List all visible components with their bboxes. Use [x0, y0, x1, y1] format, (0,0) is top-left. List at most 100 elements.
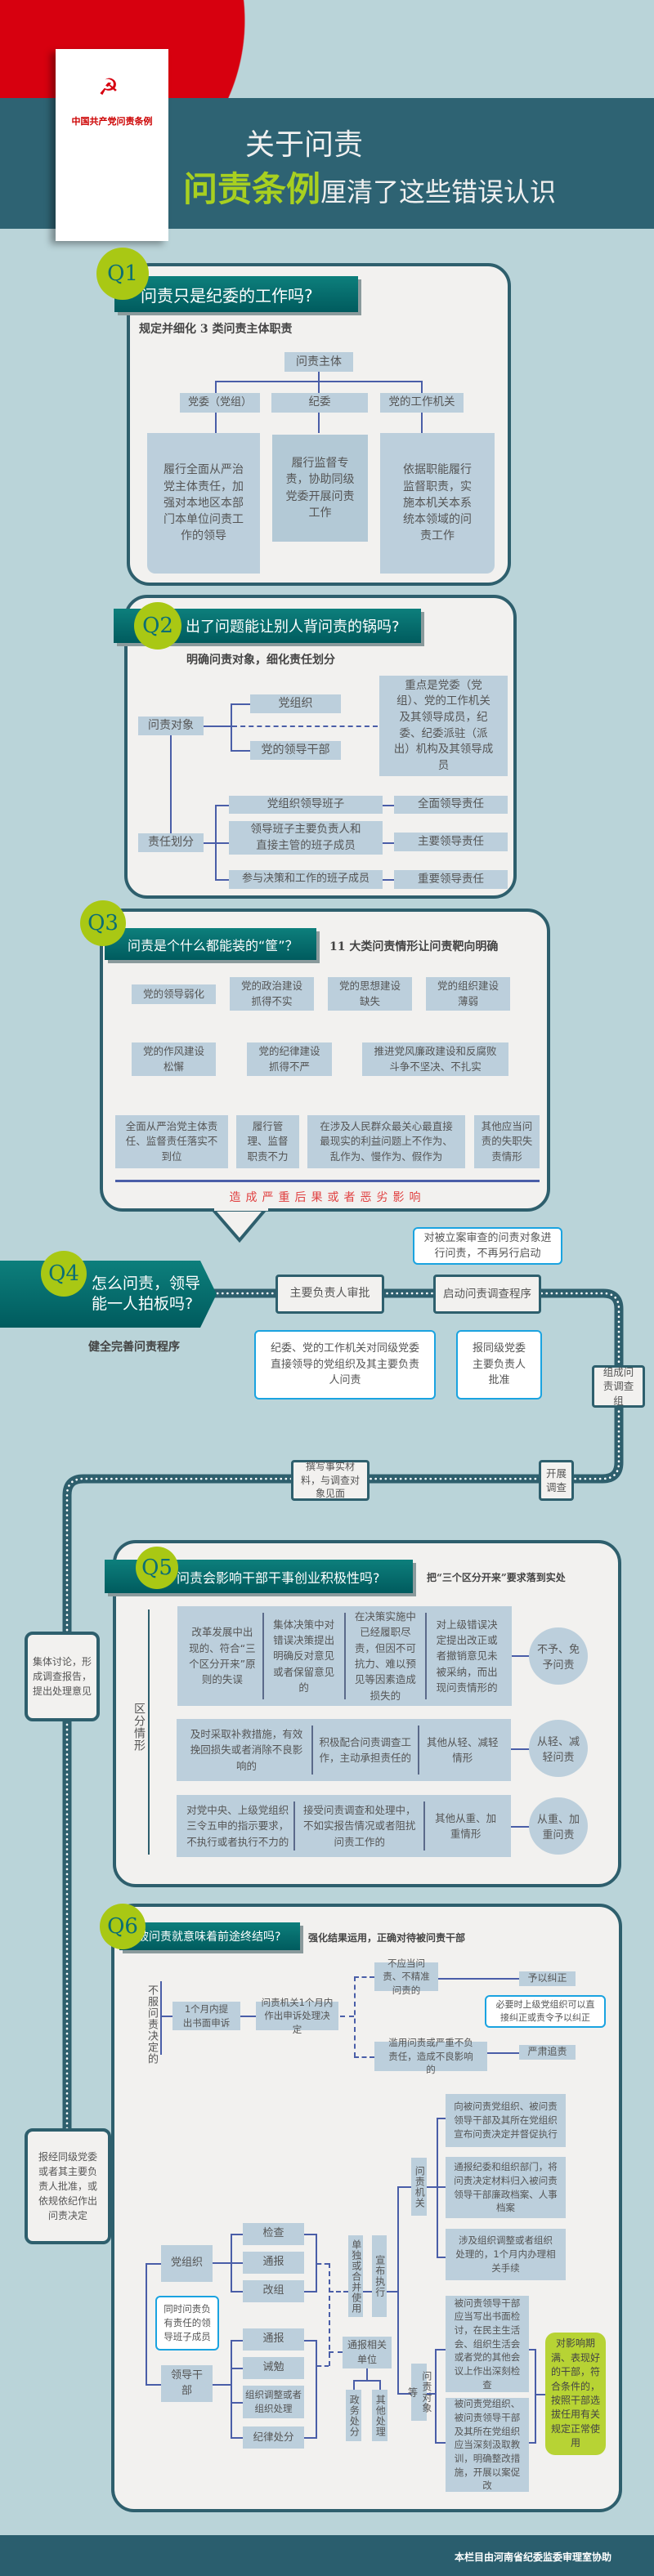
q5-result: 从重、加重问责	[529, 1797, 588, 1855]
connector	[204, 842, 216, 844]
connector	[437, 2257, 446, 2258]
q6-notify-sub: 政务处分	[346, 2390, 361, 2441]
q5-badge: Q5	[136, 1547, 178, 1589]
q5-case: 积极配合问责调查工作，主动承担责任的	[313, 1726, 419, 1775]
q5-title: 问责会影响干部干事创业积极性吗?	[177, 1569, 380, 1586]
q3-case: 党的政治建设抓得不实	[230, 977, 314, 1011]
connector	[512, 1655, 530, 1657]
connector	[231, 2340, 243, 2342]
q6-organ-action: 通报纪委和组织部门，将问责决定材料归入被问责领导干部廉政档案、人事档案	[446, 2157, 566, 2218]
connector	[435, 2349, 446, 2351]
dashed-connector	[329, 2291, 348, 2293]
connector	[304, 2291, 316, 2293]
q6-combine: 单独或合并使用	[348, 2235, 363, 2317]
q1-subject-duty: 依据职能履行监督职责，实施本机关本系统本领域的问责工作	[380, 433, 495, 574]
connector	[215, 805, 229, 806]
footer: 本栏目由河南省纪委监委审理室协助	[0, 2535, 654, 2576]
q6-target-action: 被问责领导干部应当写出书面检讨，在民主生活会、组织生活会或者党的其他会议上作出深…	[446, 2296, 529, 2392]
connector	[383, 842, 394, 844]
dashed-connector	[317, 2365, 329, 2367]
q6-leader-measure: 组织调整或者组织处理	[243, 2386, 304, 2418]
q6-notify-sub: 其他处理	[372, 2390, 387, 2441]
q2-object: 党组织	[250, 694, 341, 713]
connector	[529, 2349, 535, 2351]
q4-badge: Q4	[41, 1251, 87, 1297]
divider	[160, 1981, 162, 2055]
q6-appeal-step: 问责机关1个月内作出申诉处理决定	[256, 1997, 338, 2035]
q6-leader-measure: 纪律处分	[243, 2426, 304, 2449]
connector	[231, 2437, 243, 2439]
header-line2-text: 厘清了这些错误认识	[320, 176, 557, 208]
q2-resp-level: 主要领导责任	[394, 833, 508, 851]
q2-resp-who: 领导班子主要负责人和直接主管的班子成员	[229, 821, 383, 855]
connector	[146, 2384, 161, 2386]
connector	[231, 2234, 243, 2235]
q3-case: 全面从严治党主体责任、监督责任落实不到位	[115, 1115, 228, 1168]
connector	[487, 2052, 519, 2054]
q2-resp-label: 责任划分	[138, 833, 204, 852]
q2-objects-label: 问责对象	[138, 717, 204, 735]
q1-title-bar: 问责只是纪委的工作吗?	[114, 276, 358, 312]
q1-subject-name: 党委（党组）	[180, 393, 260, 413]
q2-resp-who: 党组织领导班子	[229, 796, 383, 814]
q1-subject-name: 纪委	[271, 393, 368, 413]
divider	[148, 1609, 150, 1855]
step-form-team: 组成问责调查组	[592, 1365, 645, 1408]
q5-case: 其他从重、加重情形	[435, 1811, 497, 1840]
q3-badge: Q3	[80, 900, 126, 946]
connector	[316, 2340, 317, 2439]
q5-subtitle: 把“三个区分开来”要求落到实处	[427, 1572, 566, 1583]
connector	[304, 2437, 316, 2439]
q4-title-line1: 怎么问责，领导	[92, 1275, 201, 1293]
dashed-connector	[329, 2351, 343, 2353]
q3-title-bar: 问责是个什么都能装的“筐”？	[105, 928, 316, 960]
connector	[231, 750, 250, 752]
connector	[397, 2393, 411, 2395]
q3-subtitle: 11 大类问责情形让问责靶向明确	[329, 940, 499, 953]
step-conduct-investigation: 开展调查	[539, 1460, 574, 1501]
connector	[304, 2340, 316, 2342]
q5-group: 对党中央、上级党组织三令五申的指示要求，不执行或者执行不力的 接受问责调查和处理…	[177, 1795, 511, 1857]
q1-subject-duty: 履行监督专责，协助同级党委开展问责工作	[272, 435, 368, 542]
q1-subtitle: 规定并细化 3 类问责主体职责	[139, 323, 293, 336]
q6-org-measure: 检查	[243, 2223, 304, 2245]
q5-case: 其他从轻、减轻情形	[426, 1735, 499, 1764]
connector	[397, 2186, 399, 2394]
q6-joint-note: 同时问责负有责任的领导班子成员	[155, 2296, 219, 2351]
connector	[511, 1748, 530, 1750]
dashed-connector	[329, 2263, 330, 2366]
connector	[427, 2393, 435, 2395]
connector	[397, 2186, 411, 2188]
q5-case: 改革发展中出现的、符合“三个区分开来”原则的失误	[182, 1613, 264, 1699]
q2-subtitle: 明确问责对象，细化责任划分	[186, 654, 335, 667]
q3-consequence: 造成严重后果或者恶劣影响	[229, 1191, 426, 1204]
q2-resp-level: 全面领导责任	[394, 796, 508, 814]
q2-title: 出了问题能让别人背问责的锅吗?	[186, 618, 400, 636]
header-line2: 问责条例厘清了这些错误认识	[183, 162, 625, 212]
connector	[231, 703, 232, 751]
connector	[231, 2368, 243, 2369]
connector	[170, 735, 172, 833]
connector	[240, 2016, 256, 2017]
connector	[435, 2442, 446, 2444]
q3-case: 履行管理、监督职责不力	[236, 1115, 299, 1168]
q2-badge: Q2	[134, 602, 181, 650]
q6-org-measure: 改组	[243, 2280, 304, 2302]
divider	[115, 1180, 540, 1182]
dashed-connector	[232, 725, 378, 727]
connector	[231, 2402, 243, 2404]
dashed-connector	[354, 1976, 374, 1978]
connector	[535, 2349, 536, 2444]
connector	[204, 725, 231, 727]
connector	[363, 2291, 372, 2293]
connector	[437, 2118, 446, 2119]
q2-resp-who: 参与决策和工作的班子成员	[229, 870, 383, 889]
step-approval-decision: 报经同级党委或者其主要负责人批准，或依规依纪作出问责决定	[25, 2128, 111, 2244]
q3-case: 党的纪律建设抓得不严	[247, 1042, 332, 1076]
step-collective-discussion: 集体讨论，形成调查报告，提出处理意见	[25, 1632, 100, 1721]
q5-result: 从轻、减轻问责	[529, 1720, 588, 1777]
connector	[231, 2262, 243, 2264]
footer-credit: 本栏目由河南省纪委监委审理室协助	[454, 2551, 611, 2563]
connector	[383, 879, 394, 881]
connector	[438, 1978, 519, 1980]
